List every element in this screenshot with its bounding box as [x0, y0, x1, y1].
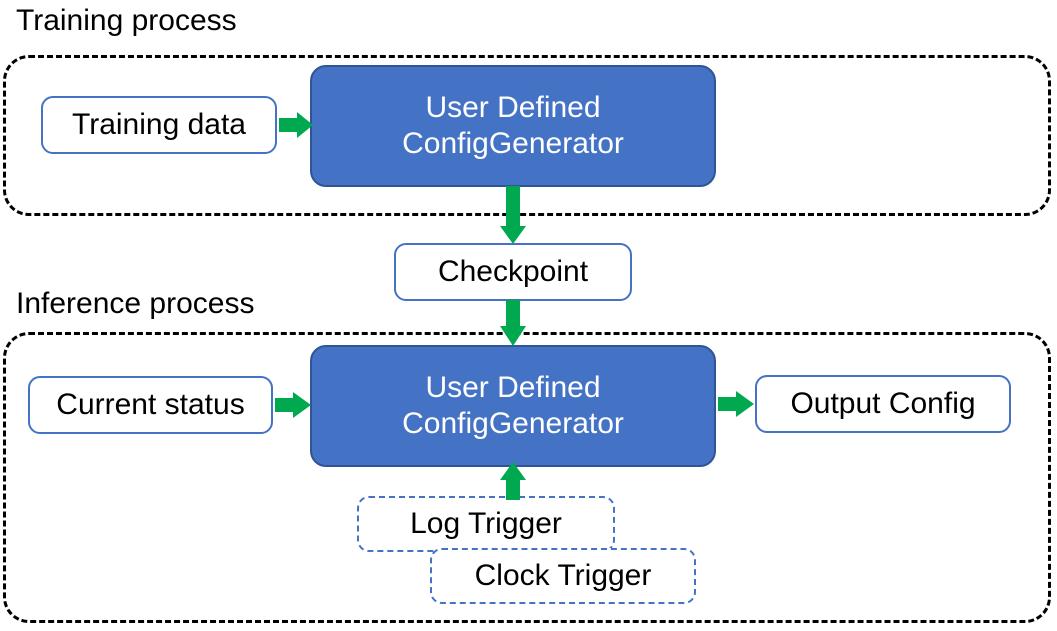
node-checkpoint-label: Checkpoint: [437, 255, 589, 288]
node-log-trigger[interactable]: Log Trigger: [357, 496, 615, 552]
node-training-data[interactable]: Training data: [41, 96, 277, 154]
training-process-caption: Training process: [16, 4, 237, 37]
node-log-trigger-label: Log Trigger: [410, 507, 562, 540]
generator-inference-label-line2: ConfigGenerator: [402, 407, 624, 440]
training-process-container: [3, 55, 1051, 216]
node-current-status-label: Current status: [56, 388, 245, 421]
node-user-defined-config-generator-training[interactable]: User Defined ConfigGenerator: [310, 65, 716, 187]
node-user-defined-config-generator-inference[interactable]: User Defined ConfigGenerator: [310, 345, 716, 467]
inference-process-caption: Inference process: [16, 287, 255, 320]
node-training-data-label: Training data: [72, 108, 246, 141]
generator-training-label-line2: ConfigGenerator: [402, 127, 624, 160]
generator-training-label-line1: User Defined: [425, 91, 601, 124]
inference-process-container: [3, 332, 1051, 623]
node-clock-trigger[interactable]: Clock Trigger: [430, 548, 696, 604]
node-output-config-label: Output Config: [790, 387, 976, 420]
generator-inference-label-line1: User Defined: [425, 371, 601, 404]
node-output-config[interactable]: Output Config: [755, 375, 1011, 433]
node-current-status[interactable]: Current status: [28, 376, 273, 434]
node-checkpoint[interactable]: Checkpoint: [394, 243, 632, 301]
node-clock-trigger-label: Clock Trigger: [474, 559, 652, 592]
